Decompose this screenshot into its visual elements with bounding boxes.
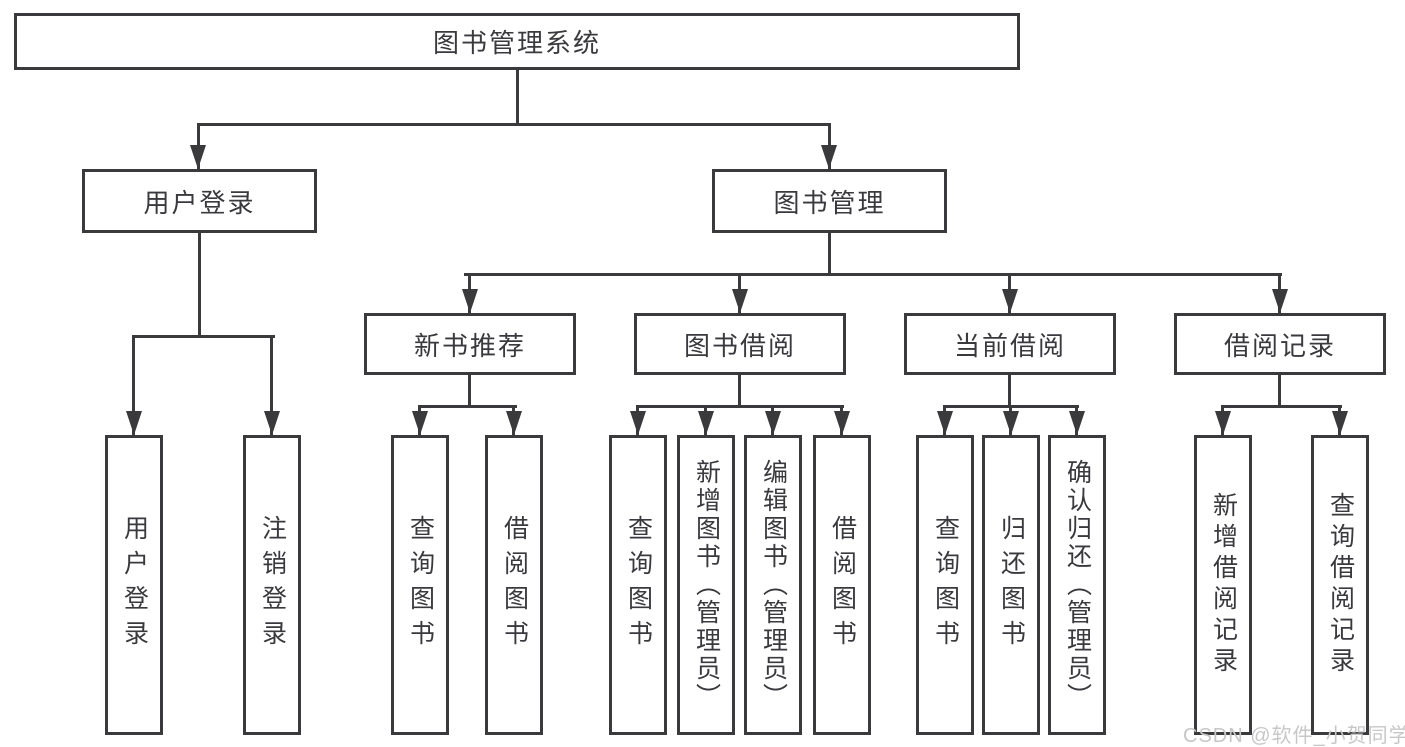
- arrowhead-down-icon: [264, 411, 280, 435]
- node-label: 新书推荐: [413, 330, 526, 361]
- arrowhead-down-icon: [1215, 411, 1231, 435]
- node-label: 确认归还（管理员）: [1063, 459, 1092, 711]
- connector-line: [738, 375, 741, 405]
- connector-line: [468, 375, 471, 405]
- node-book-management: 图书管理: [712, 169, 947, 233]
- node-user-login: 用户登录: [82, 169, 317, 233]
- arrowhead-down-icon: [1069, 411, 1085, 435]
- node-label: 用户登录: [143, 187, 256, 218]
- arrowhead-down-icon: [1002, 289, 1018, 313]
- node-label: 借阅记录: [1223, 330, 1336, 361]
- node-label: 查询图书: [931, 515, 960, 655]
- arrowhead-down-icon: [506, 411, 522, 435]
- leaf-user-login: 用户登录: [105, 435, 163, 735]
- arrowhead-down-icon: [765, 411, 781, 435]
- connector-line: [516, 70, 519, 123]
- connector-line: [1278, 375, 1281, 405]
- arrowhead-down-icon: [732, 289, 748, 313]
- leaf-return-books: 归还图书: [982, 435, 1040, 735]
- node-label: 注销登录: [258, 515, 287, 655]
- arrowhead-down-icon: [1003, 411, 1019, 435]
- arrowhead-down-icon: [462, 289, 478, 313]
- arrowhead-down-icon: [937, 411, 953, 435]
- connector-line: [1221, 405, 1342, 408]
- connector-line: [636, 405, 844, 408]
- connector-line: [828, 233, 831, 275]
- node-library-management-system: 图书管理系统: [14, 13, 1020, 70]
- leaf-query-books-recommend: 查询图书: [391, 435, 449, 735]
- node-label: 编辑图书（管理员）: [759, 459, 788, 711]
- arrowhead-down-icon: [630, 411, 646, 435]
- arrowhead-down-icon: [834, 411, 850, 435]
- leaf-add-borrow-record: 新增借阅记录: [1194, 435, 1252, 735]
- arrowhead-down-icon: [190, 145, 206, 169]
- node-label: 新增借阅记录: [1209, 492, 1238, 678]
- connector-line: [418, 405, 517, 408]
- connector-line: [198, 233, 201, 335]
- node-label: 当前借阅: [953, 330, 1066, 361]
- node-label: 图书管理: [773, 187, 886, 218]
- node-label: 借阅图书: [500, 515, 529, 655]
- connector-line: [132, 335, 135, 435]
- arrowhead-down-icon: [1332, 411, 1348, 435]
- arrowhead-down-icon: [1272, 289, 1288, 313]
- leaf-query-borrow-record: 查询借阅记录: [1311, 435, 1369, 735]
- leaf-query-books-borrowing: 查询图书: [609, 435, 667, 735]
- node-borrowing-records: 借阅记录: [1174, 313, 1386, 375]
- leaf-add-book-admin: 新增图书（管理员）: [677, 435, 735, 735]
- node-label: 用户登录: [120, 515, 149, 655]
- node-label: 图书管理系统: [432, 28, 601, 58]
- node-label: 借阅图书: [828, 515, 857, 655]
- node-label: 新增图书（管理员）: [692, 459, 721, 711]
- connector-line: [197, 123, 831, 126]
- connector-line: [133, 335, 275, 338]
- node-label: 归还图书: [997, 515, 1026, 655]
- node-label: 查询借阅记录: [1326, 492, 1355, 678]
- connector-line: [1008, 375, 1011, 405]
- node-label: 图书借阅: [683, 330, 796, 361]
- connector-line: [464, 273, 1282, 276]
- node-current-borrowing: 当前借阅: [904, 313, 1116, 375]
- connector-line: [270, 335, 273, 435]
- node-new-book-recommendation: 新书推荐: [364, 313, 576, 375]
- leaf-confirm-return-admin: 确认归还（管理员）: [1048, 435, 1106, 735]
- csdn-watermark: CSDN @软件_小贺同学: [1183, 725, 1405, 747]
- leaf-borrow-books-recommend: 借阅图书: [485, 435, 543, 735]
- node-label: 查询图书: [624, 515, 653, 655]
- leaf-borrow-books-borrowing: 借阅图书: [813, 435, 871, 735]
- node-book-borrowing: 图书借阅: [634, 313, 846, 375]
- arrowhead-down-icon: [126, 411, 142, 435]
- leaf-edit-book-admin: 编辑图书（管理员）: [744, 435, 802, 735]
- leaf-query-books-current: 查询图书: [916, 435, 974, 735]
- leaf-logout: 注销登录: [243, 435, 301, 735]
- arrowhead-down-icon: [698, 411, 714, 435]
- arrowhead-down-icon: [412, 411, 428, 435]
- node-label: 查询图书: [406, 515, 435, 655]
- arrowhead-down-icon: [821, 145, 837, 169]
